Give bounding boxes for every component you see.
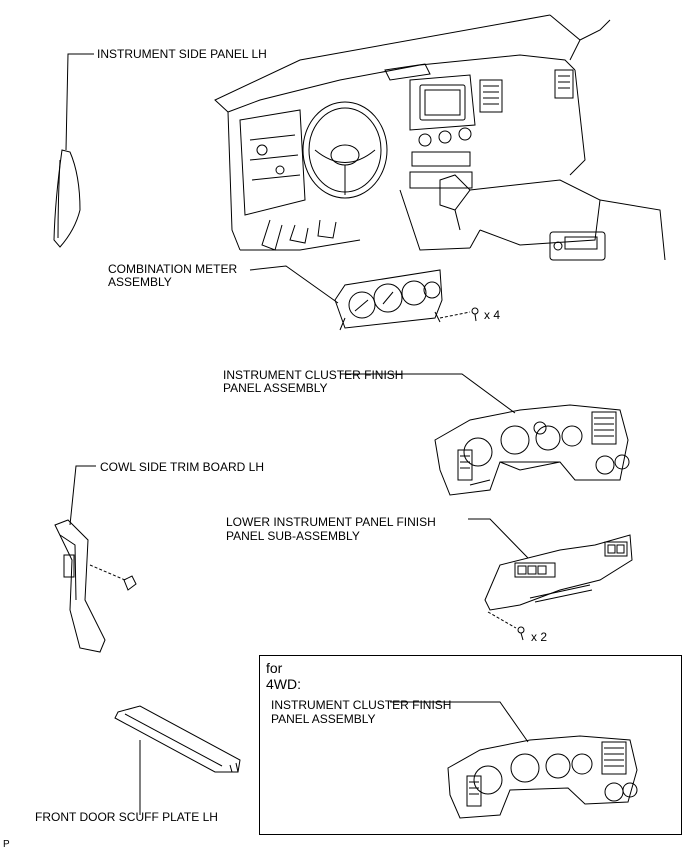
dashboard-illustration xyxy=(214,14,666,261)
leader-cowl-trim xyxy=(69,465,96,526)
screw-meter-icon xyxy=(471,307,479,322)
label-cowl-side-trim: COWL SIDE TRIM BOARD LH xyxy=(100,460,265,474)
instrument-side-panel-illustration xyxy=(53,149,81,248)
label-combination-meter-line2: ASSEMBLY xyxy=(108,275,172,289)
cluster-finish-panel-illustration xyxy=(434,404,630,496)
cowl-side-trim-illustration xyxy=(54,519,106,653)
label-lower-screw-qty: x 2 xyxy=(531,630,548,644)
label-lower-panel-line2: PANEL SUB-ASSEMBLY xyxy=(226,529,360,543)
leader-lower-panel xyxy=(468,518,529,559)
leader-side-panel xyxy=(65,53,94,151)
screw-dash-lower xyxy=(487,611,517,629)
corner-code: P xyxy=(3,839,10,850)
scuff-plate-illustration xyxy=(114,705,241,773)
label-cluster-finish-line2: PANEL ASSEMBLY xyxy=(223,381,328,395)
label-combination-meter-line1: COMBINATION METER xyxy=(108,262,238,276)
variant-cluster-line1: INSTRUMENT CLUSTER FINISH xyxy=(271,698,452,712)
combination-meter-illustration xyxy=(334,269,443,331)
label-cluster-finish-line1: INSTRUMENT CLUSTER FINISH xyxy=(223,368,404,382)
label-scuff-plate: FRONT DOOR SCUFF PLATE LH xyxy=(35,810,218,824)
variant-for-label: for xyxy=(266,660,283,676)
clip-icon xyxy=(123,575,137,591)
leader-cluster-finish xyxy=(340,373,516,414)
leader-variant-cluster xyxy=(390,701,529,743)
leader-combination-meter xyxy=(249,265,339,304)
variant-cluster-illustration xyxy=(447,735,638,819)
variant-box: for 4WD: INSTRUMENT CLUSTER FINISH PANEL… xyxy=(259,655,682,835)
lower-panel-illustration xyxy=(484,534,633,611)
variant-drive-label: 4WD: xyxy=(266,676,301,692)
screw-lower-icon xyxy=(517,626,525,641)
label-meter-screw-qty: x 4 xyxy=(484,308,501,322)
label-instrument-side-panel: INSTRUMENT SIDE PANEL LH xyxy=(97,47,267,61)
screw-dash-meter xyxy=(439,311,471,319)
clip-dash-cowl xyxy=(89,564,126,581)
label-lower-panel-line1: LOWER INSTRUMENT PANEL FINISH xyxy=(226,515,436,529)
variant-cluster-line2: PANEL ASSEMBLY xyxy=(271,712,376,726)
